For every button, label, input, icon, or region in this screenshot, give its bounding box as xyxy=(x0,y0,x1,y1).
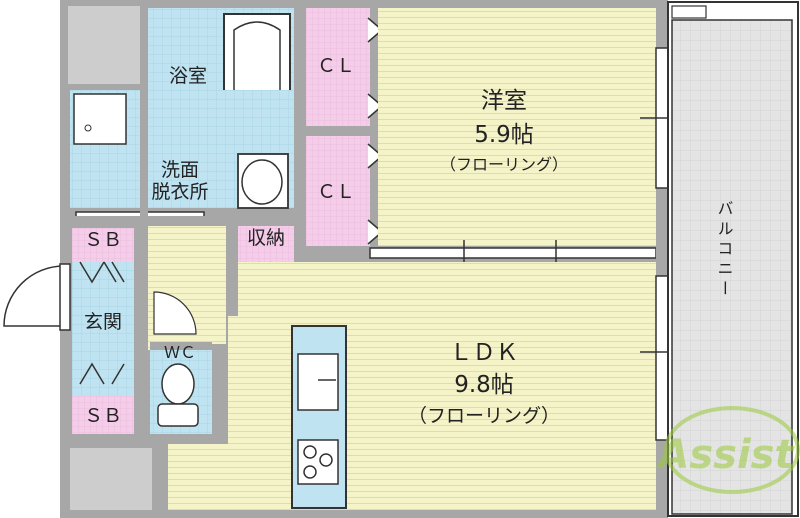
wall xyxy=(228,226,238,316)
wall xyxy=(150,434,228,444)
shoebox-top-doors xyxy=(79,261,125,284)
assist-logo: Assist xyxy=(655,406,800,494)
wall xyxy=(152,444,168,510)
storage-label: 収納 xyxy=(247,227,285,249)
balcony-drain xyxy=(671,5,707,19)
wall xyxy=(294,0,306,250)
washing-machine xyxy=(73,93,127,145)
western-room-floor xyxy=(378,8,656,246)
burner-1 xyxy=(303,445,317,459)
front-door xyxy=(59,263,71,331)
corner-gray-top xyxy=(68,6,140,84)
closet-upper-floor xyxy=(306,8,370,126)
wall xyxy=(140,0,148,220)
sliding-partition xyxy=(369,247,657,259)
burner-2 xyxy=(319,453,333,467)
kitchen-sink xyxy=(297,353,339,411)
balcony-floor xyxy=(671,19,793,515)
toilet-bowl xyxy=(161,363,195,405)
wall xyxy=(70,216,294,226)
shoebox-bottom-doors xyxy=(79,362,125,385)
shoebox-bottom xyxy=(72,396,134,434)
entrance-floor xyxy=(72,262,134,396)
ldk-size: 9.8帖 xyxy=(454,372,514,398)
toilet-tank xyxy=(157,403,199,427)
shoebox-bottom-label: ＳＢ xyxy=(84,405,122,427)
window-lower xyxy=(655,275,669,441)
balcony-label: バルコニー xyxy=(715,200,734,300)
wall xyxy=(150,342,212,350)
burner-3 xyxy=(303,465,317,479)
assist-logo-ring xyxy=(664,406,800,494)
western-room-name: 洋室 xyxy=(481,88,527,114)
shoebox-top-label: ＳＢ xyxy=(84,229,122,251)
bathroom-label: 浴室 xyxy=(169,65,207,87)
shoebox-top xyxy=(72,228,134,262)
toilet-door-swing xyxy=(153,291,197,335)
wall xyxy=(212,344,228,434)
western-room-floor-type: （フローリング） xyxy=(440,155,568,174)
front-door-swing xyxy=(3,265,65,327)
wall xyxy=(134,226,148,434)
closet-upper-label: ＣＬ xyxy=(317,55,355,77)
toilet-label: ＷＣ xyxy=(164,343,196,362)
washing-machine-drain xyxy=(84,124,92,132)
corner-gray-bottom xyxy=(70,448,152,510)
wall xyxy=(306,126,370,136)
closet-lower-label: ＣＬ xyxy=(317,181,355,203)
assist-logo-text: Assist xyxy=(655,432,795,478)
western-room-size: 5.9帖 xyxy=(474,122,534,148)
washroom-label-line2: 脱衣所 xyxy=(151,181,208,203)
washroom-label-line1: 洗面 xyxy=(161,159,199,181)
basin-bowl xyxy=(241,159,283,205)
balcony-rail xyxy=(667,1,799,517)
ldk-floor-type: （フローリング） xyxy=(408,405,560,427)
entrance-label: 玄関 xyxy=(84,311,122,333)
closet-lower-floor xyxy=(306,136,370,246)
ldk-name: ＬＤＫ xyxy=(450,340,519,366)
